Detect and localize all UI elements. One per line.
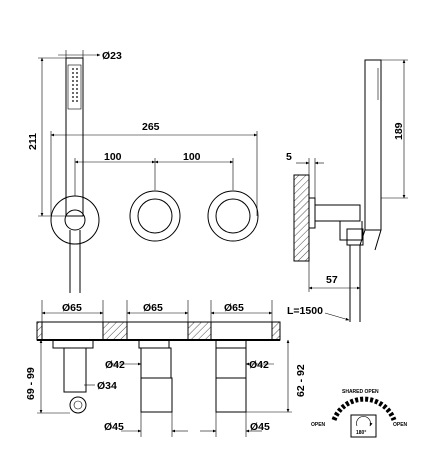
dim-spacing-right: 100: [183, 151, 201, 163]
dim-depth-range-right: 62 - 92: [295, 364, 307, 397]
diverter-knob-icon: [350, 414, 377, 438]
dim-base-diameter-middle: Ø45: [104, 421, 124, 433]
mixer-plate-middle: [129, 190, 181, 242]
dim-plate-diameter-1: Ø65: [62, 302, 82, 314]
dim-depth-range-left: 69 - 99: [25, 367, 37, 400]
dim-body-diameter-middle: Ø42: [105, 359, 125, 371]
dim-wall-depth: 5: [286, 151, 292, 163]
diverter-angle-label: 180°: [356, 430, 366, 436]
dim-spacing-left: 100: [104, 151, 122, 163]
handshower-head: [67, 64, 82, 110]
diverter-right-label: OPEN: [393, 422, 408, 428]
dim-hose-length: L=1500: [287, 305, 323, 317]
holder-plate: [50, 195, 100, 245]
spray-nozzles: [72, 68, 78, 102]
front-view: Ø23 211 265 100 100: [27, 50, 259, 293]
mixer-knob-right: [215, 198, 251, 234]
dim-handshower-diameter: Ø23: [102, 50, 122, 62]
dim-overall-width: 265: [142, 121, 160, 133]
diverter-left-label: OPEN: [311, 422, 326, 428]
mixer-plate-right: [207, 190, 259, 242]
dim-overall-height: 211: [27, 133, 39, 150]
side-view: 5 189 57 L=1500: [286, 59, 408, 322]
dim-holder-height: 189: [393, 122, 405, 140]
diverter-top-label: SHARED OPEN: [342, 389, 379, 395]
diverter-diagram: SHARED OPEN OPEN OPEN 180°: [311, 389, 408, 438]
mixer-knob-middle: [137, 198, 173, 234]
dim-body-diameter-right: Ø42: [249, 359, 269, 371]
handshower-body: [65, 57, 84, 217]
side-handshower: [364, 59, 382, 231]
dim-outlet-diameter: Ø34: [97, 380, 117, 392]
dim-plate-diameter-2: Ø65: [143, 302, 163, 314]
dim-plate-diameter-3: Ø65: [224, 302, 244, 314]
dim-projection: 57: [326, 274, 338, 286]
wall-section: [293, 174, 310, 262]
section-view: Ø65 Ø65 Ø65 Ø42 Ø42 Ø34 Ø45 Ø45 69 - 99: [25, 300, 307, 437]
dim-base-diameter-right: Ø45: [250, 421, 270, 433]
holder-knob: [64, 209, 86, 231]
